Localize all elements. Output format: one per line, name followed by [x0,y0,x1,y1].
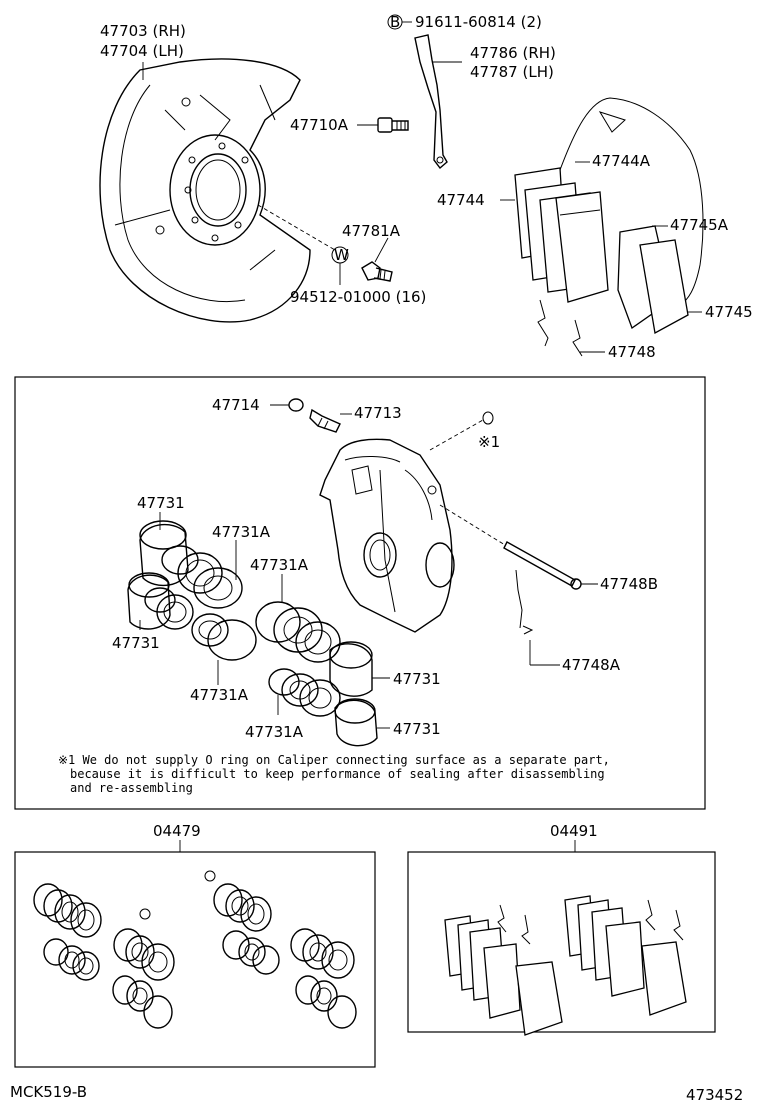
kit-04479-box [14,851,376,1068]
label-91611: 91611-60814 (2) [415,13,542,31]
label-47731-lower-right: 47731 [393,720,441,738]
kit-04479-seals [33,870,357,1029]
bracket-47786-drawing [414,34,448,170]
caliper-assembly-box [14,376,706,810]
note-line-2: because it is difficult to keep performa… [70,767,605,781]
pad-set-drawing [514,167,609,303]
bleeder-drawing [288,398,341,433]
o-ring-mark [482,411,494,425]
pistons-right-drawing [255,601,378,747]
footer-code-right: 473452 [686,1086,743,1104]
clip-47748a-drawing [515,569,534,635]
label-47748: 47748 [608,343,656,361]
note-line-3: and re-assembling [70,781,193,795]
label-kit-04491: 04491 [550,822,598,840]
bolt-47781a-drawing [361,261,393,282]
note-line-1: ※1 We do not supply O ring on Caliper co… [58,753,610,767]
label-47731a-lower-right: 47731A [245,723,304,741]
label-47731a-upper-right: 47731A [250,556,309,574]
pistons-left-drawing [127,520,257,661]
label-47744a: 47744A [592,152,651,170]
label-47731a-upper-left: 47731A [212,523,271,541]
spring-47748-drawing [537,299,583,357]
label-47714: 47714 [212,396,260,414]
kit-04491-pads [444,895,687,1036]
label-47731-upper-left: 47731 [137,494,185,512]
label-47710a: 47710A [290,116,349,134]
caliper-outline [559,97,704,306]
label-ref-1: ※1 [478,433,500,451]
label-47748a: 47748A [562,656,621,674]
kit-04491-box [407,851,716,1033]
label-47713: 47713 [354,404,402,422]
footer-code-left: MCK519-B [10,1083,87,1101]
label-47745: 47745 [705,303,753,321]
label-47786: 47786 (RH) [470,44,556,62]
label-47744: 47744 [437,191,485,209]
caliper-outline-detail [598,111,626,133]
caliper-body-drawing [319,438,455,633]
bolt-47710a-drawing [377,117,409,133]
pin-47748b-drawing [503,541,582,590]
label-kit-04479: 04479 [153,822,201,840]
label-47745a: 47745A [670,216,729,234]
label-47703: 47703 (RH) [100,22,186,40]
label-47731-lower-left: 47731 [112,634,160,652]
label-47781a: 47781A [342,222,401,240]
shim-set-drawing [617,225,689,335]
mark-b: B [390,13,400,31]
label-47731-upper-right: 47731 [393,670,441,688]
label-47748b: 47748B [600,575,658,593]
mark-w: W [334,246,349,264]
label-47787: 47787 (LH) [470,63,554,81]
label-47704: 47704 (LH) [100,42,184,60]
dust-cover-drawing [99,58,311,323]
label-47731a-lower-left: 47731A [190,686,249,704]
label-94512: 94512-01000 (16) [290,288,426,306]
